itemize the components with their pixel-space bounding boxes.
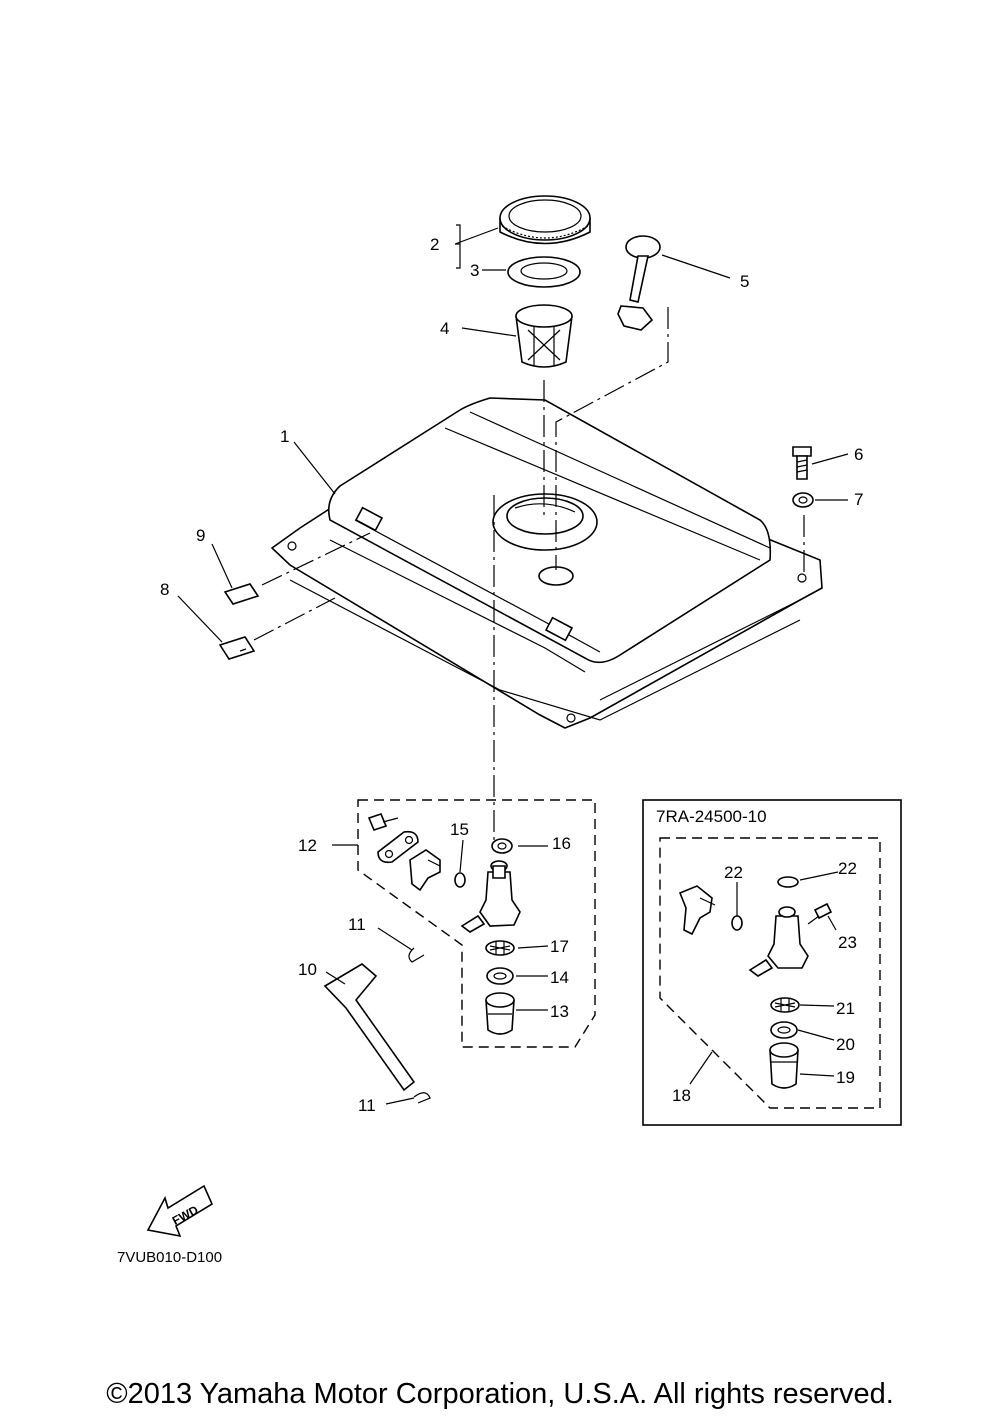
callout-18: 18 — [672, 1086, 691, 1105]
bolt-part — [792, 446, 812, 480]
inset-part-number: 7RA-24500-10 — [656, 807, 767, 826]
hose-clip-upper-part — [408, 947, 425, 963]
fwd-arrow-icon — [146, 1184, 214, 1238]
callout-22-right: 22 — [838, 859, 857, 878]
callout-10: 10 — [298, 960, 317, 979]
fuel-tank-drawing — [270, 397, 823, 729]
fuel-strainer-part — [515, 304, 573, 368]
callout-21: 21 — [836, 999, 855, 1018]
callout-8: 8 — [160, 580, 169, 599]
inset-alt-fuel-cock — [642, 799, 902, 1126]
washer-part — [792, 492, 814, 508]
callout-13: 13 — [550, 1002, 569, 1021]
damper-8-part — [218, 636, 256, 660]
alignment-lines — [253, 307, 805, 840]
callout-20: 20 — [836, 1035, 855, 1054]
callout-22-left: 22 — [724, 863, 743, 882]
callout-7: 7 — [854, 490, 863, 509]
callout-11-lower: 11 — [358, 1096, 376, 1115]
callout-12: 12 — [298, 836, 317, 855]
fuel-cock-assembly — [357, 799, 596, 1048]
fuel-gauge-part — [617, 235, 661, 331]
callout-1: 1 — [280, 427, 289, 446]
callout-4: 4 — [440, 319, 449, 338]
callout-9: 9 — [196, 526, 205, 545]
fuel-hose-part — [323, 963, 416, 1092]
hose-clip-lower-part — [413, 1092, 431, 1104]
copyright-notice: ©2013 Yamaha Motor Corporation, U.S.A. A… — [106, 1378, 894, 1410]
callout-23: 23 — [838, 933, 857, 952]
callout-6: 6 — [854, 445, 863, 464]
callout-2: 2 — [430, 235, 439, 254]
callout-5: 5 — [740, 272, 749, 291]
leader-lines — [177, 224, 849, 1105]
callout-14: 14 — [550, 968, 569, 987]
callout-17: 17 — [550, 937, 569, 956]
callout-11-upper: 11 — [348, 915, 366, 934]
damper-9-part — [223, 583, 260, 605]
cap-gasket-part — [507, 256, 581, 288]
drawing-code: 7VUB010-D100 — [117, 1249, 222, 1266]
callout-15: 15 — [450, 820, 469, 839]
fuel-cap-part — [499, 195, 591, 245]
callout-16: 16 — [552, 834, 571, 853]
callout-3: 3 — [470, 261, 479, 280]
callout-labels: 1 2 3 4 5 6 7 8 9 10 11 11 12 13 14 15 1… — [160, 235, 863, 1115]
callout-19: 19 — [836, 1068, 855, 1087]
